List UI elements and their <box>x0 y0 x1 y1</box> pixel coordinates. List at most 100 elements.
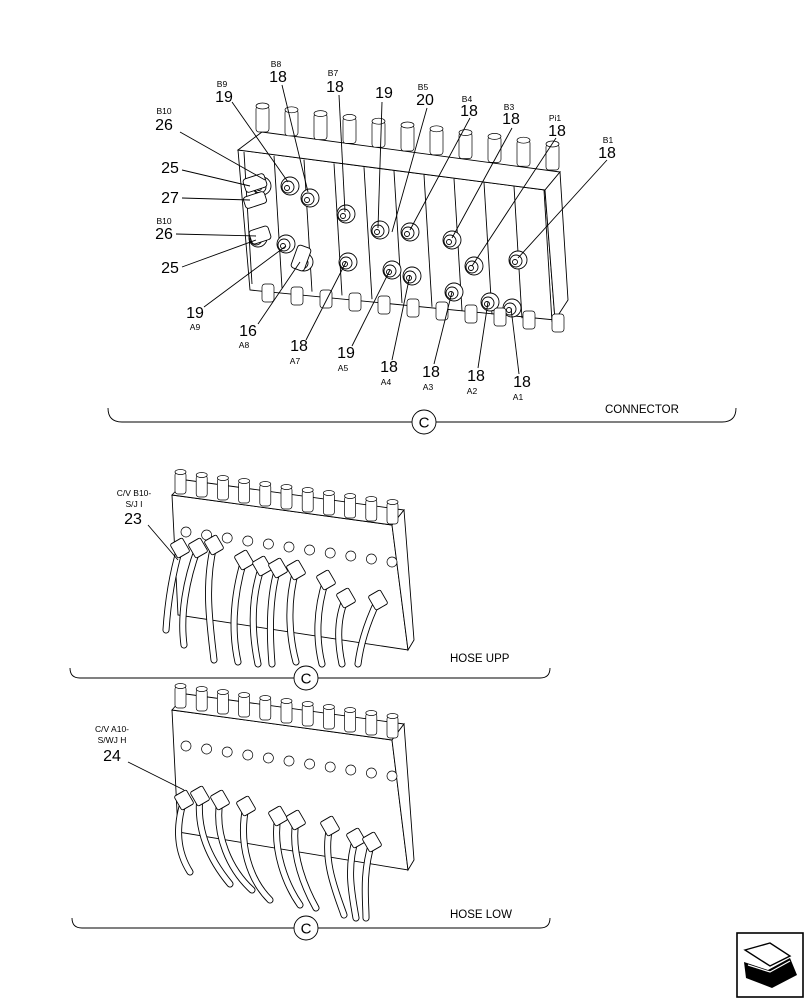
connector-leader-lines <box>175 84 608 375</box>
spool-cap-top <box>371 117 386 125</box>
spool-cap <box>313 113 328 140</box>
spool-cap-top <box>238 692 250 698</box>
spool-cap <box>174 685 187 709</box>
svg-text:18: 18 <box>269 69 287 86</box>
spool-cap-top <box>259 695 272 701</box>
spool-bottom-cap <box>522 310 536 330</box>
svg-text:B10: B10 <box>156 216 171 226</box>
hose-nut <box>234 549 254 571</box>
valve-section-edge <box>243 151 253 285</box>
control-valve-drawing-hose-low <box>171 683 415 922</box>
callout-b9-19: B9 19 <box>215 79 233 106</box>
spool-cap-top <box>259 481 272 487</box>
svg-text:A7: A7 <box>290 356 301 366</box>
callout-cv-a10-24: C/V A10- S/WJ H 24 <box>95 724 129 765</box>
spool-cap <box>174 471 187 495</box>
svg-text:18: 18 <box>598 145 616 162</box>
callout-18-a7: 18 A7 <box>290 338 308 366</box>
valve-port <box>324 761 336 773</box>
port-fitting-bore <box>304 197 310 203</box>
spool-cap-top <box>217 689 229 695</box>
port-fitting-bore <box>284 185 290 191</box>
callout-18-a2: 18 A2 <box>467 368 485 396</box>
svg-text:B8: B8 <box>271 59 282 69</box>
svg-text:18: 18 <box>380 359 398 376</box>
spool-bottom-cap <box>377 295 391 315</box>
callout-b4-18: B4 18 <box>460 94 478 120</box>
spool-cap-top <box>365 710 378 716</box>
spool-cap-top <box>280 484 293 490</box>
port-fitting-bore <box>468 265 474 271</box>
svg-text:A8: A8 <box>239 340 250 350</box>
spool-cap-top <box>344 493 356 499</box>
spool-cap-top <box>284 106 299 114</box>
valve-port <box>283 755 295 767</box>
valve-port <box>366 553 377 565</box>
callout-18-a3: 18 A3 <box>422 364 440 392</box>
svg-text:A3: A3 <box>423 382 434 392</box>
spool-bottom-cap <box>551 313 565 333</box>
spool-cap <box>238 694 250 718</box>
svg-text:19: 19 <box>337 345 355 362</box>
spool-cap-top <box>458 129 473 136</box>
valve-port <box>221 532 233 544</box>
spool-cap-top <box>386 499 399 505</box>
spool-cap-top <box>255 102 270 110</box>
valve-port <box>221 746 233 758</box>
hose-nut <box>170 537 190 559</box>
svg-text:B9: B9 <box>217 79 228 89</box>
svg-text:18: 18 <box>467 368 485 385</box>
hydraulic-hose-inner <box>231 557 247 665</box>
section-circle-c <box>293 915 319 941</box>
valve-port <box>283 541 295 553</box>
port-fitting-bore <box>340 213 346 219</box>
svg-text:B5: B5 <box>418 82 429 92</box>
spool-cap-top <box>400 121 415 129</box>
section-circle-c <box>293 665 319 691</box>
spool-cap-top <box>344 707 356 713</box>
spool-cap <box>301 489 314 513</box>
spool-cap-top <box>174 469 187 475</box>
svg-text:B7: B7 <box>328 68 339 78</box>
spool-cap-top <box>365 496 378 502</box>
svg-text:19: 19 <box>375 85 393 102</box>
valve-port <box>242 535 254 547</box>
hose-nut <box>368 589 388 611</box>
spool-bottom-cap <box>493 307 507 327</box>
navigation-arrow-icon[interactable] <box>736 932 804 998</box>
section-circle-c <box>411 409 437 435</box>
adapter-fitting <box>242 173 268 193</box>
svg-text:A5: A5 <box>338 363 349 373</box>
spool-bottom-cap <box>406 298 420 318</box>
valve-port <box>263 752 274 764</box>
spool-cap <box>280 700 293 724</box>
spool-cap <box>365 712 378 736</box>
svg-text:C: C <box>301 921 312 938</box>
spool-cap-top <box>342 114 357 121</box>
valve-port <box>242 749 254 761</box>
spool-cap <box>429 128 444 156</box>
spool-cap <box>516 139 531 167</box>
valve-section-edge <box>423 174 433 307</box>
spool-cap-top <box>386 713 399 719</box>
spool-bottom-cap <box>435 301 449 321</box>
spool-cap <box>217 477 229 501</box>
svg-text:B3: B3 <box>504 102 515 112</box>
spool-cap <box>344 495 356 519</box>
spool-cap <box>487 136 502 163</box>
valve-port <box>386 556 398 568</box>
svg-text:24: 24 <box>103 748 121 765</box>
svg-text:C/V B10-: C/V B10- <box>117 488 152 498</box>
valve-section-edge <box>363 167 373 300</box>
callout-18-a1: 18 A1 <box>513 374 531 402</box>
hydraulic-hose-inner <box>180 545 201 648</box>
hose-low-section-title: HOSE LOW <box>450 909 512 921</box>
hose-nut <box>268 805 288 827</box>
spool-cap-top <box>280 698 293 704</box>
svg-text:18: 18 <box>502 111 520 128</box>
spool-cap <box>365 498 378 522</box>
callout-b7-18: B7 18 <box>326 68 344 96</box>
callout-19-a5: 19 A5 <box>337 345 355 373</box>
callout-b3-18: B3 18 <box>502 102 520 128</box>
svg-text:26: 26 <box>155 117 173 134</box>
